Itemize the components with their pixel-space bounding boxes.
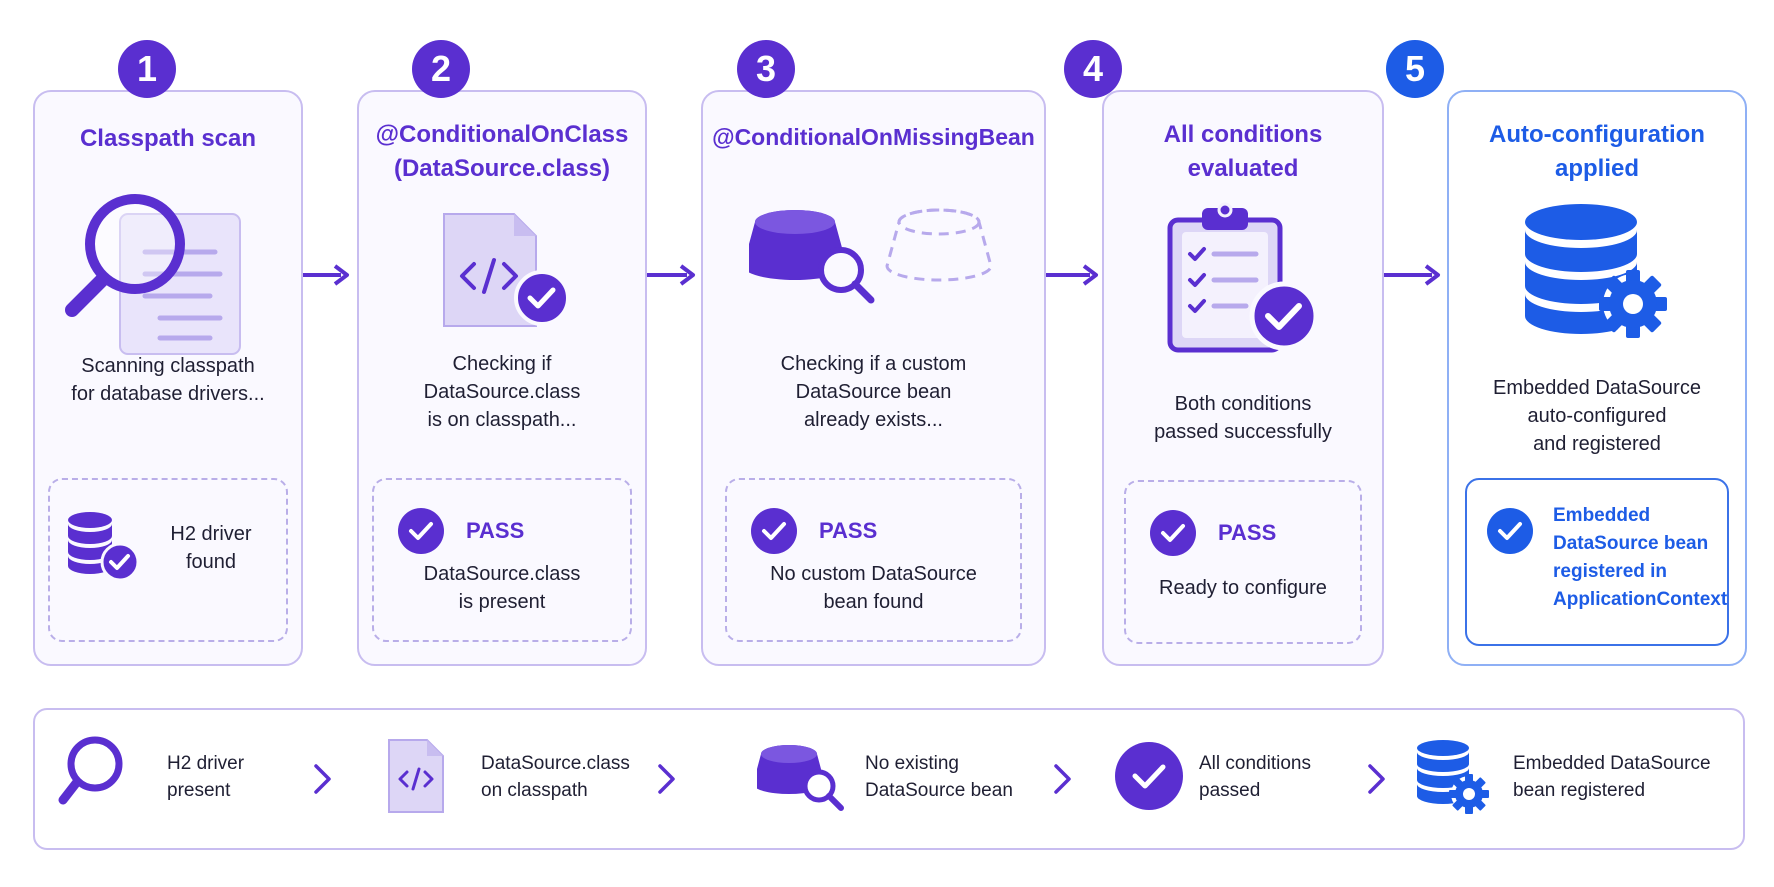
step-4-badge: 4 [1064, 40, 1122, 98]
step-4-result-text: Ready to configure [1159, 577, 1327, 599]
summary-text-3: No existing DataSource bean [865, 753, 1013, 801]
step-1-description: Scanning classpath for database drivers.… [71, 355, 265, 405]
step-5-card: Auto-configuration applied Embedded Data… [1447, 90, 1747, 666]
code-file-icon [388, 739, 444, 813]
step-4-result-box: PASS Ready to configure [1124, 480, 1362, 644]
chevron-right-icon [1054, 764, 1071, 794]
step-3-result-text: No custom DataSource bean found [770, 563, 977, 613]
step-1-badge: 1 [118, 40, 176, 98]
chevron-right-icon [658, 764, 675, 794]
database-gear-icon [1417, 740, 1489, 814]
flow-arrow-1 [303, 264, 349, 286]
check-circle-icon [1115, 742, 1183, 810]
database-search-icon [749, 208, 993, 304]
step-4-pass-row: PASS [1150, 510, 1276, 556]
step-3-title: @ConditionalOnMissingBean [712, 124, 1035, 150]
check-circle-icon [1150, 510, 1196, 556]
database-search-icon [757, 745, 844, 811]
magnifier-document-icon [65, 194, 241, 355]
step-3-pass-label: PASS [819, 518, 878, 543]
step-4-description: Both conditions passed successfully [1154, 393, 1332, 443]
clipboard-check-icon [1167, 202, 1319, 353]
step-4-title: All conditions evaluated [1163, 121, 1323, 182]
check-circle-icon [751, 508, 797, 554]
step-1-result-text: H2 driver found [170, 523, 252, 573]
step-2-badge: 2 [412, 40, 470, 98]
step-2-card: @ConditionalOnClass (DataSource.class) C… [357, 90, 647, 666]
summary-text-1: H2 driver present [167, 753, 245, 801]
chevron-right-icon [1368, 764, 1385, 794]
check-circle-blue-icon [1487, 508, 1533, 554]
magnifier-icon [58, 736, 123, 805]
flow-arrow-2 [647, 264, 695, 286]
step-2-pass-row: PASS [398, 508, 524, 554]
step-2-description: Checking if DataSource.class is on class… [423, 353, 581, 431]
flow-arrow-4 [1384, 264, 1440, 286]
database-check-icon [68, 512, 140, 582]
step-2-result-box: PASS DataSource.class is present [372, 478, 632, 642]
step-5-title: Auto-configuration applied [1489, 121, 1705, 182]
summary-bar: H2 driver present DataSource.class on cl… [33, 708, 1745, 850]
step-2-result-text: DataSource.class is present [423, 563, 581, 613]
step-5-result-text: Embedded DataSource bean registered in A… [1553, 505, 1728, 610]
code-file-check-icon [443, 213, 570, 327]
step-1-card: Classpath scan Scanning classpath for da… [33, 90, 303, 666]
step-1-title: Classpath scan [79, 125, 257, 152]
summary-text-5: Embedded DataSource bean registered [1513, 753, 1711, 801]
flow-arrow-3 [1046, 264, 1098, 286]
step-4-pass-label: PASS [1218, 520, 1277, 545]
step-5-description: Embedded DataSource auto-configured and … [1493, 377, 1701, 455]
step-3-card: @ConditionalOnMissingBean Checking if a … [701, 90, 1046, 666]
summary-text-2: DataSource.class on classpath [481, 753, 630, 801]
step-3-result-box: PASS No custom DataSource bean found [725, 478, 1022, 642]
chevron-right-icon [314, 764, 331, 794]
step-3-badge: 3 [737, 40, 795, 98]
step-2-pass-label: PASS [466, 518, 525, 543]
check-circle-icon [398, 508, 444, 554]
step-3-description: Checking if a custom DataSource bean alr… [780, 353, 967, 431]
summary-text-4: All conditions passed [1199, 753, 1311, 801]
database-gear-icon [1525, 204, 1667, 338]
step-5-result-box: Embedded DataSource bean registered in A… [1465, 478, 1729, 646]
step-4-card: All conditions evaluated Both conditions… [1102, 90, 1384, 666]
step-5-badge: 5 [1386, 40, 1444, 98]
step-2-title: @ConditionalOnClass (DataSource.class) [375, 121, 629, 182]
step-3-pass-row: PASS [751, 508, 877, 554]
step-1-result-box: H2 driver found [48, 478, 288, 642]
